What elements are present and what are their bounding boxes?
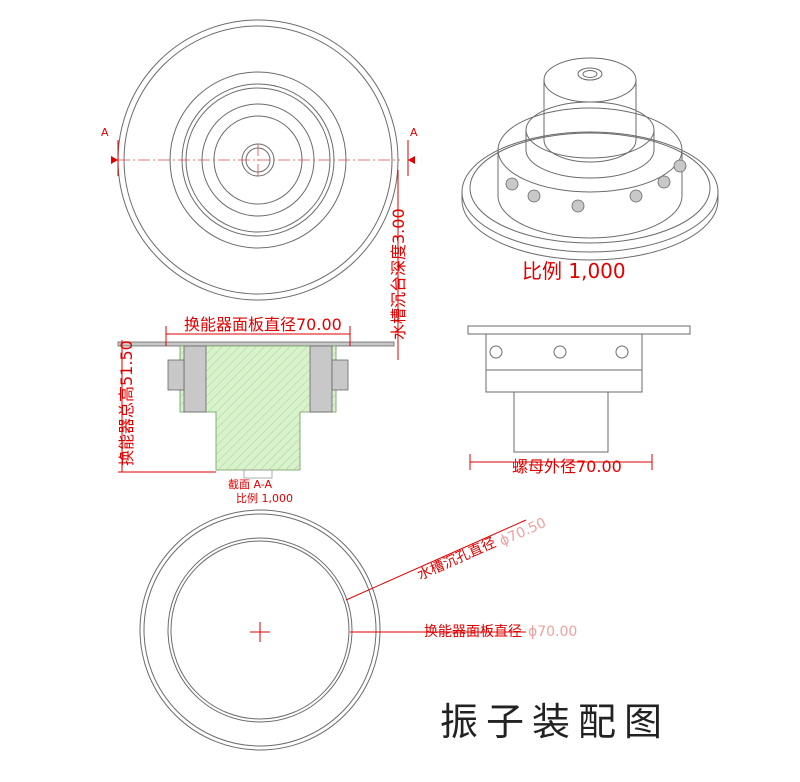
panel-diameter-value: ϕ70.00 [528, 624, 577, 640]
section-scale: 比例 1,000 [236, 491, 293, 505]
depth-label: 水槽沉台深度3.00 [389, 208, 408, 340]
nut-diameter-label: 螺母外径70.00 [512, 457, 622, 476]
sink-hole-label: 水槽沉孔直径 [415, 534, 499, 584]
panel-diameter-label-2: 换能器面板直径 [424, 623, 522, 640]
panel-diameter-label: 换能器面板直径70.00 [184, 315, 342, 334]
section-mark-right: A [410, 126, 418, 139]
iso-scale-label: 比例 1,000 [522, 259, 626, 283]
bottom-view [139, 509, 527, 751]
drawing-title: 振子装配图 [440, 700, 670, 744]
isometric-view [461, 57, 719, 261]
sink-hole-value: ϕ70.50 [497, 515, 549, 550]
section-mark-left: A [101, 126, 109, 139]
total-height-label: 换能器总高51.50 [117, 340, 136, 466]
section-view [117, 326, 395, 479]
top-view [111, 19, 415, 301]
section-name: 截面 A-A [228, 477, 273, 491]
side-view [467, 325, 691, 470]
